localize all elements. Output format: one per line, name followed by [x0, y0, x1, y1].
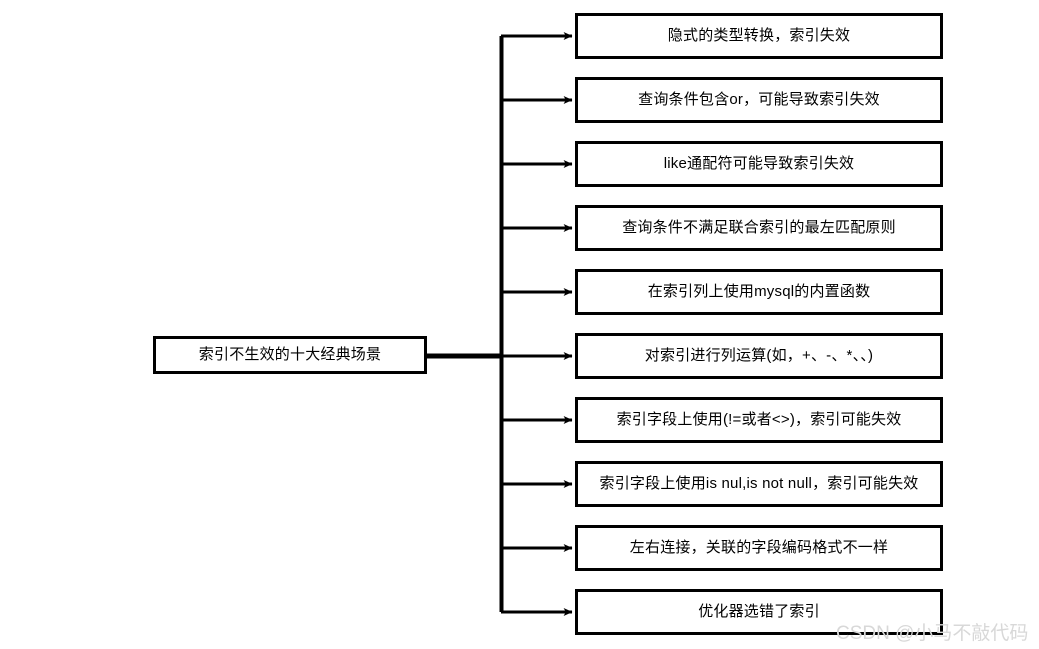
branch-node-6[interactable]: 对索引进行列运算(如，+、-、*、、) — [575, 333, 943, 379]
branch-node-2[interactable]: 查询条件包含or，可能导致索引失效 — [575, 77, 943, 123]
branch-node-4-label: 查询条件不满足联合索引的最左匹配原则 — [622, 219, 896, 236]
branch-node-10-label: 优化器选错了索引 — [698, 603, 820, 620]
branch-node-2-label: 查询条件包含or，可能导致索引失效 — [638, 91, 880, 108]
branch-node-4[interactable]: 查询条件不满足联合索引的最左匹配原则 — [575, 205, 943, 251]
branch-node-9-label: 左右连接，关联的字段编码格式不一样 — [629, 539, 889, 556]
branch-node-9[interactable]: 左右连接，关联的字段编码格式不一样 — [575, 525, 943, 571]
branch-node-7-label: 索引字段上使用(!=或者<>)，索引可能失效 — [616, 411, 902, 428]
branch-node-3-label: like通配符可能导致索引失效 — [663, 155, 855, 172]
branch-node-3[interactable]: like通配符可能导致索引失效 — [575, 141, 943, 187]
branch-node-5[interactable]: 在索引列上使用mysql的内置函数 — [575, 269, 943, 315]
branch-node-6-label: 对索引进行列运算(如，+、-、*、、) — [644, 347, 874, 364]
branch-node-1[interactable]: 隐式的类型转换，索引失效 — [575, 13, 943, 59]
watermark-label: CSDN @小马不敲代码 — [836, 623, 1029, 644]
branch-node-10[interactable]: 优化器选错了索引 — [575, 589, 943, 635]
branch-node-7[interactable]: 索引字段上使用(!=或者<>)，索引可能失效 — [575, 397, 943, 443]
root-node-label: 索引不生效的十大经典场景 — [198, 346, 382, 363]
root-node[interactable]: 索引不生效的十大经典场景 — [153, 336, 427, 374]
branch-node-1-label: 隐式的类型转换，索引失效 — [667, 27, 851, 44]
branch-node-8[interactable]: 索引字段上使用is nul,is not null，索引可能失效 — [575, 461, 943, 507]
branch-node-8-label: 索引字段上使用is nul,is not null，索引可能失效 — [599, 475, 919, 492]
branch-node-5-label: 在索引列上使用mysql的内置函数 — [647, 283, 871, 300]
